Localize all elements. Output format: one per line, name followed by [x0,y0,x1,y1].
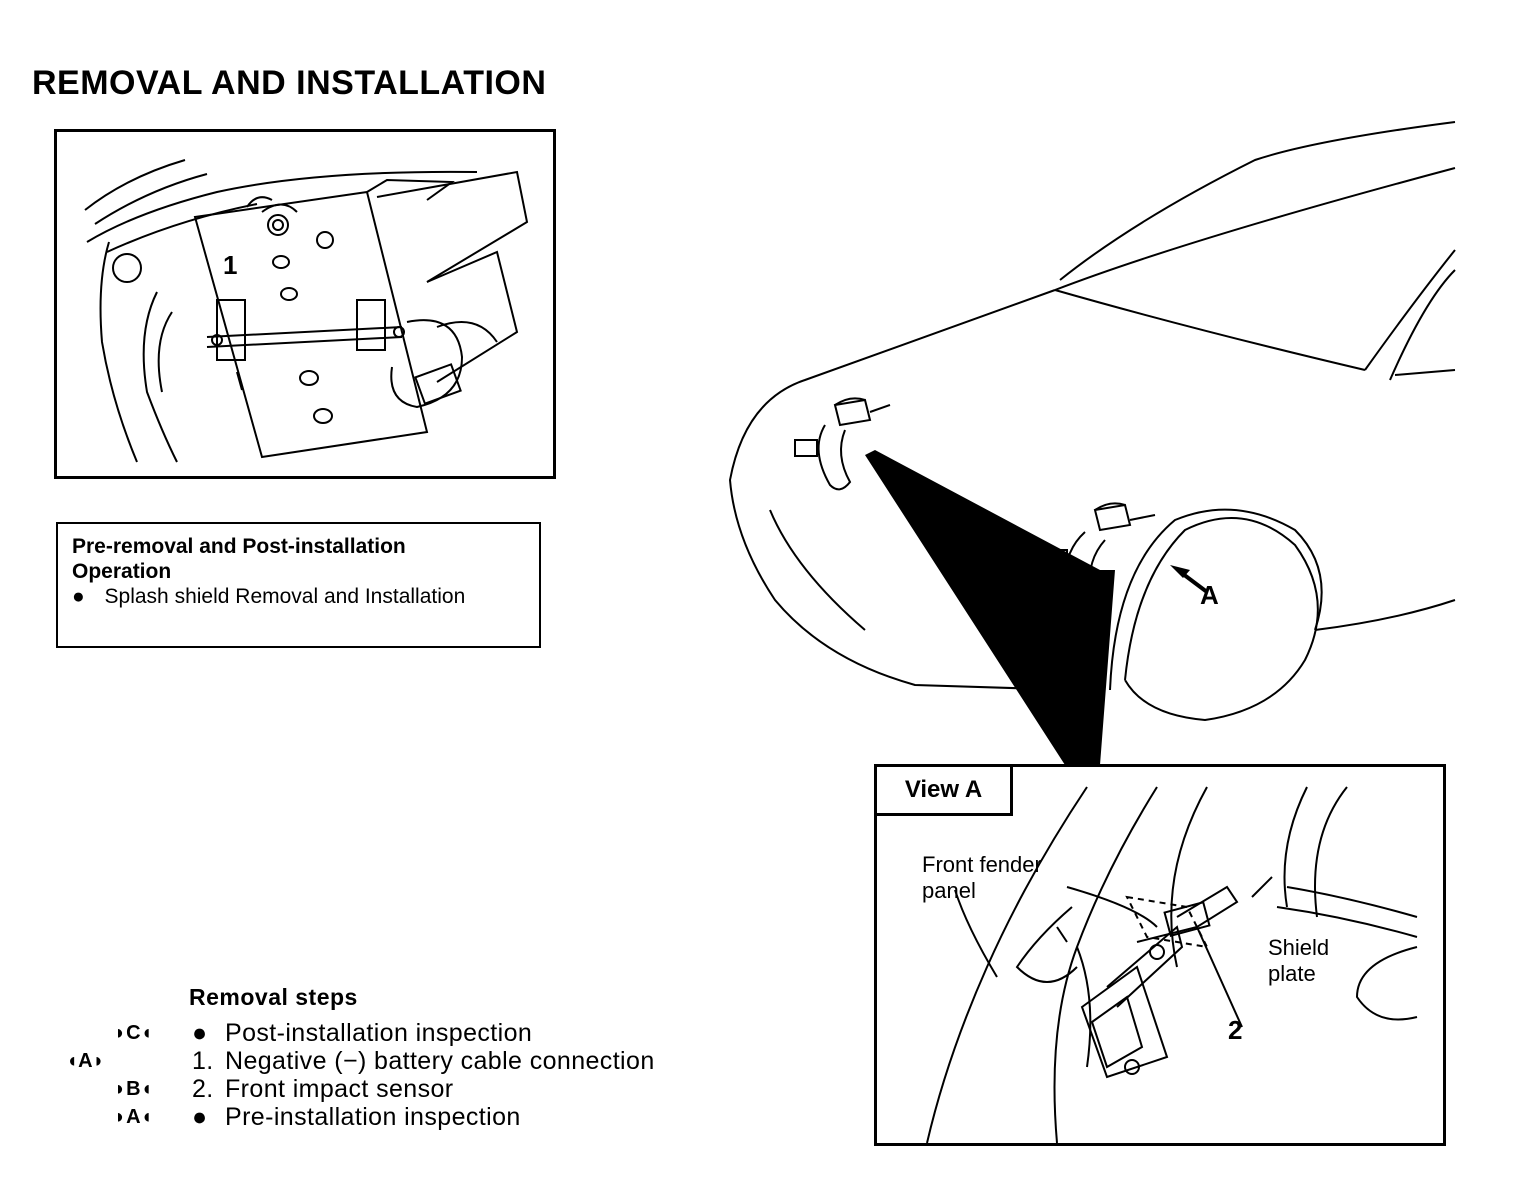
step-text: Front impact sensor [225,1075,454,1103]
step-mark-a-remove: ◖A◗ [66,1050,105,1072]
front-fender-label-line2: panel [922,878,976,903]
car-front-illustration [728,121,1456,765]
step-prefix: 2. [192,1075,214,1103]
pre-removal-heading-line1: Pre-removal and Post-installation [72,535,406,558]
step-mark-a-install: ◗A◖ [114,1106,153,1128]
view-a-detail [874,764,1446,1146]
view-a-arrow-label: A [1200,580,1219,610]
pre-removal-item-text: Splash shield Removal and Installation [104,585,466,608]
shield-plate-label-line1: Shield [1268,935,1330,960]
step-prefix: 1. [192,1047,214,1075]
battery-drawing [84,159,529,463]
pre-removal-heading-line2: Operation [72,560,172,583]
step-text: Post-installation inspection [225,1019,533,1047]
step-text: Negative (−) battery cable connection [225,1047,655,1075]
step-prefix: ● [192,1019,208,1047]
page-title: REMOVAL AND INSTALLATION [32,64,547,102]
step-mark-c: ◗C◖ [114,1022,153,1044]
callout-1: 1 [223,250,238,280]
shield-plate-label-line2: plate [1268,961,1316,986]
removal-steps-title: Removal steps [189,984,358,1010]
view-a-drawing [926,786,1418,1143]
step-prefix: ● [192,1103,208,1131]
pre-removal-operation-box: Pre-removal and Post-installation Operat… [56,522,541,648]
step-mark-b: ◗B◖ [114,1078,153,1100]
step-text: Pre-installation inspection [225,1103,521,1131]
bullet-icon: ● [72,585,85,608]
callout-2: 2 [1228,1015,1243,1045]
battery-illustration: 1 [54,129,556,479]
pre-removal-item: ● Splash shield Removal and Installation [72,584,525,609]
front-fender-label-line1: Front fender [922,852,1042,877]
view-a-label: View A [874,764,1013,816]
